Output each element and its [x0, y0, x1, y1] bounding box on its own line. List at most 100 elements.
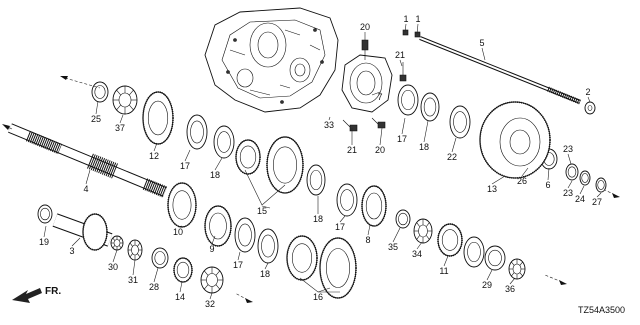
part-shape-gear [142, 91, 174, 145]
callout-leader-line [153, 142, 158, 152]
part-shape-gear [235, 139, 261, 175]
part-shape-ring [257, 228, 279, 264]
callout-leader-line [399, 59, 403, 67]
part-shape-ring [186, 114, 208, 150]
callout-leader-line [481, 47, 486, 61]
part-shape-ring [397, 84, 419, 116]
callout-leader-line [367, 224, 371, 236]
part-callout: 25 [91, 114, 101, 124]
part-callout: 32 [205, 299, 215, 309]
part-shape-bearing [110, 235, 124, 251]
part-shape-bearing [508, 258, 526, 280]
part-shape-ring [463, 236, 485, 268]
part-shape-ring [579, 170, 591, 186]
gear-set [37, 81, 607, 299]
part-shape-bearing [200, 266, 224, 294]
part-callout: 17 [180, 161, 190, 171]
part-shape-ring [595, 177, 607, 193]
callout-leader-line [264, 262, 269, 270]
part-5-shaft [419, 36, 581, 105]
part-callout: 26 [517, 176, 527, 186]
part-callout: 24 [575, 194, 585, 204]
callout-leader-line [209, 292, 213, 300]
part-shape-bearing [413, 218, 433, 244]
part-shape-gear [266, 136, 304, 194]
callout-leader-line [112, 249, 118, 263]
callout-leader-line [43, 225, 47, 238]
part-callout: 18 [260, 269, 270, 279]
callout-leader-line [567, 153, 572, 165]
group-bracket [299, 277, 340, 293]
callout-leader-line [71, 237, 81, 247]
part-shape-ring [91, 81, 109, 103]
part-callout: 36 [505, 284, 515, 294]
part-7-bearing-holder [341, 54, 393, 113]
part-callout: 15 [257, 206, 267, 216]
part-callout: 16 [313, 292, 323, 302]
callout-leader-line [153, 267, 159, 283]
part-shape-ring [420, 92, 440, 122]
callout-leader-line [392, 227, 401, 243]
direction-label: FR. [45, 286, 61, 297]
part-shape-bearing [112, 85, 138, 115]
callout-leader-line [547, 167, 550, 181]
callout-leader-line [214, 157, 223, 171]
part-callout: 4 [83, 184, 88, 194]
part-callout: 21 [395, 50, 405, 60]
callout-leader-line [587, 96, 591, 103]
part-callout: 12 [149, 151, 159, 161]
callout-leader-line [317, 287, 331, 293]
diagram-code: TZ54A3500 [578, 305, 625, 315]
part-callout: 19 [39, 237, 49, 247]
front-direction-indicator: FR. [12, 286, 61, 303]
part-shape-gear [286, 235, 318, 281]
part-callout: 28 [149, 282, 159, 292]
part-callout: 17 [335, 222, 345, 232]
callout-leader-line [379, 127, 383, 146]
callout-leader-line [579, 185, 585, 195]
part-callout: 6 [545, 180, 550, 190]
callout-leader-line [596, 192, 602, 198]
callout-leader-line [416, 23, 419, 35]
part-shape-gear [319, 237, 357, 299]
part-callout: 18 [210, 170, 220, 180]
callout-leader-line [237, 251, 241, 261]
part-shape-ring [565, 163, 579, 181]
part-shape-ring [449, 105, 471, 139]
part-callout: 1 [403, 14, 408, 24]
part-callout: 30 [108, 262, 118, 272]
callout-leader-line [371, 91, 381, 96]
part-3-gear-shaft [52, 213, 113, 251]
group-bracket [244, 169, 286, 206]
axis-leaders [2, 76, 620, 303]
part-callout: 31 [128, 275, 138, 285]
callout-leader-line [85, 169, 91, 185]
callout-leader-line [179, 281, 183, 293]
part-shape-ring [234, 217, 256, 253]
part-callout: 17 [233, 260, 243, 270]
part-callout: 23 [563, 188, 573, 198]
callout-leader-line [451, 137, 457, 153]
part-callout: 5 [479, 38, 484, 48]
callout-leader-line [443, 255, 449, 267]
callout-leader-line [95, 100, 99, 115]
part-shape-gear [173, 257, 193, 283]
part-callout: 1 [415, 14, 420, 24]
bolts-20-21 [342, 39, 407, 132]
part-shape-bearing [127, 239, 143, 261]
part-shape-ring [37, 204, 53, 224]
part-shape-ring [484, 245, 506, 271]
part-2-nut [584, 101, 596, 115]
part-callout: 18 [313, 214, 323, 224]
part-callout: 18 [419, 142, 429, 152]
part-callout: 27 [592, 197, 602, 207]
callout-leader-line [404, 23, 407, 33]
callout-leader-line [328, 116, 331, 121]
part-shape-gear [361, 185, 387, 227]
part-13-clutch-drum [479, 101, 551, 179]
part-callout: 21 [347, 145, 357, 155]
part-callout: 33 [324, 120, 334, 130]
callout-leader-line [339, 215, 346, 223]
